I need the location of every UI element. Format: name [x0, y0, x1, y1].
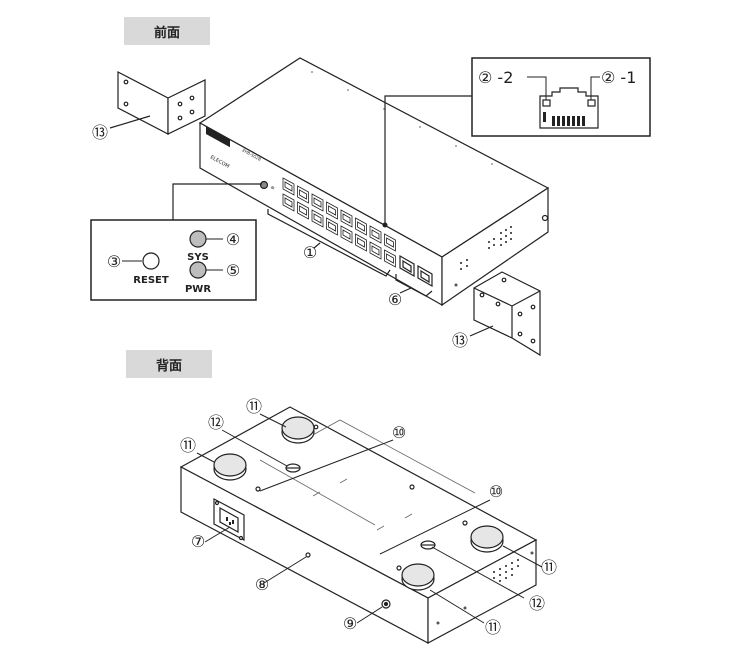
- callout-port-led-1: ② -1: [601, 68, 636, 87]
- keyhole-slot: [420, 540, 436, 550]
- callout-slot-top: ⑫: [208, 413, 224, 432]
- back-section-label: 背面: [126, 350, 212, 378]
- callout-port-led-2: ② -2: [478, 68, 513, 87]
- ethernet-port-socket: [386, 253, 394, 264]
- mount-bracket-left: [117, 71, 206, 135]
- callout-ports: ①: [303, 243, 317, 262]
- sys-label: SYS: [187, 252, 209, 263]
- callout-mount-hole-top: ⑩: [392, 423, 406, 442]
- ethernet-port-socket: [357, 237, 365, 248]
- reset-button: [142, 252, 160, 270]
- switch-front-view: ELECOM EHB-SG2B ≡: [198, 57, 550, 307]
- side-vent: [454, 214, 549, 287]
- front-led-indicator: [259, 180, 269, 190]
- ethernet-port-socket: [371, 229, 380, 240]
- svg-text:≡: ≡: [269, 185, 276, 192]
- ethernet-port-socket: [357, 221, 365, 232]
- pwr-label: PWR: [185, 284, 211, 295]
- callout-sys: ④: [226, 230, 240, 249]
- callout-foot-bottom: ⑪: [485, 618, 501, 637]
- power-inlet: [213, 498, 245, 541]
- ethernet-port-socket: [386, 237, 394, 248]
- keyhole-slot: [285, 463, 301, 473]
- ethernet-port-socket: [284, 181, 293, 192]
- front-section-label: 前面: [124, 17, 210, 45]
- port-group-brackets: [109, 115, 494, 337]
- ethernet-ports: [282, 177, 396, 268]
- mount-bracket-right: [473, 271, 541, 357]
- ethernet-port-socket: [284, 197, 293, 208]
- callout-slot-bottom: ⑫: [529, 594, 545, 613]
- ethernet-port-socket: [299, 205, 307, 216]
- callout-foot-top-left: ⑪: [180, 436, 196, 455]
- callout-vent: ⑧: [255, 575, 269, 594]
- sfp-ports: [399, 254, 433, 288]
- back-leader-lines: [196, 413, 543, 624]
- ethernet-port-socket: [313, 197, 322, 208]
- port-led-detail-box: ② -2 ② -1: [382, 57, 651, 228]
- callout-sfp: ⑥: [388, 290, 402, 309]
- pwr-led: [189, 261, 207, 279]
- switch-end-face: [427, 538, 537, 645]
- ethernet-port-socket: [299, 189, 307, 200]
- ethernet-port-socket: [328, 205, 336, 216]
- callout-foot-top-right: ⑪: [246, 397, 262, 416]
- ethernet-port-socket: [342, 229, 351, 240]
- callout-foot-right: ⑪: [541, 558, 557, 577]
- callout-reset: ③: [107, 252, 121, 271]
- switch-side-face: [441, 186, 549, 307]
- callout-bracket-left: ⑬: [92, 123, 108, 142]
- reset-label: RESET: [133, 275, 169, 286]
- led-detail-box: RESET SYS PWR ③ ④ ⑤: [90, 183, 262, 301]
- callout-ground: ⑨: [343, 614, 357, 633]
- callout-power-inlet: ⑦: [191, 532, 205, 551]
- ethernet-port-socket: [313, 213, 322, 224]
- end-vent: [493, 559, 519, 582]
- callout-pwr: ⑤: [226, 261, 240, 280]
- ethernet-port-socket: [328, 221, 336, 232]
- ethernet-port-socket: [371, 245, 380, 256]
- sys-led: [189, 230, 207, 248]
- callout-bracket-right: ⑬: [452, 331, 468, 350]
- callout-mount-hole-bottom: ⑩: [489, 482, 503, 501]
- ethernet-port-socket: [342, 213, 351, 224]
- switch-back-view: [179, 406, 538, 645]
